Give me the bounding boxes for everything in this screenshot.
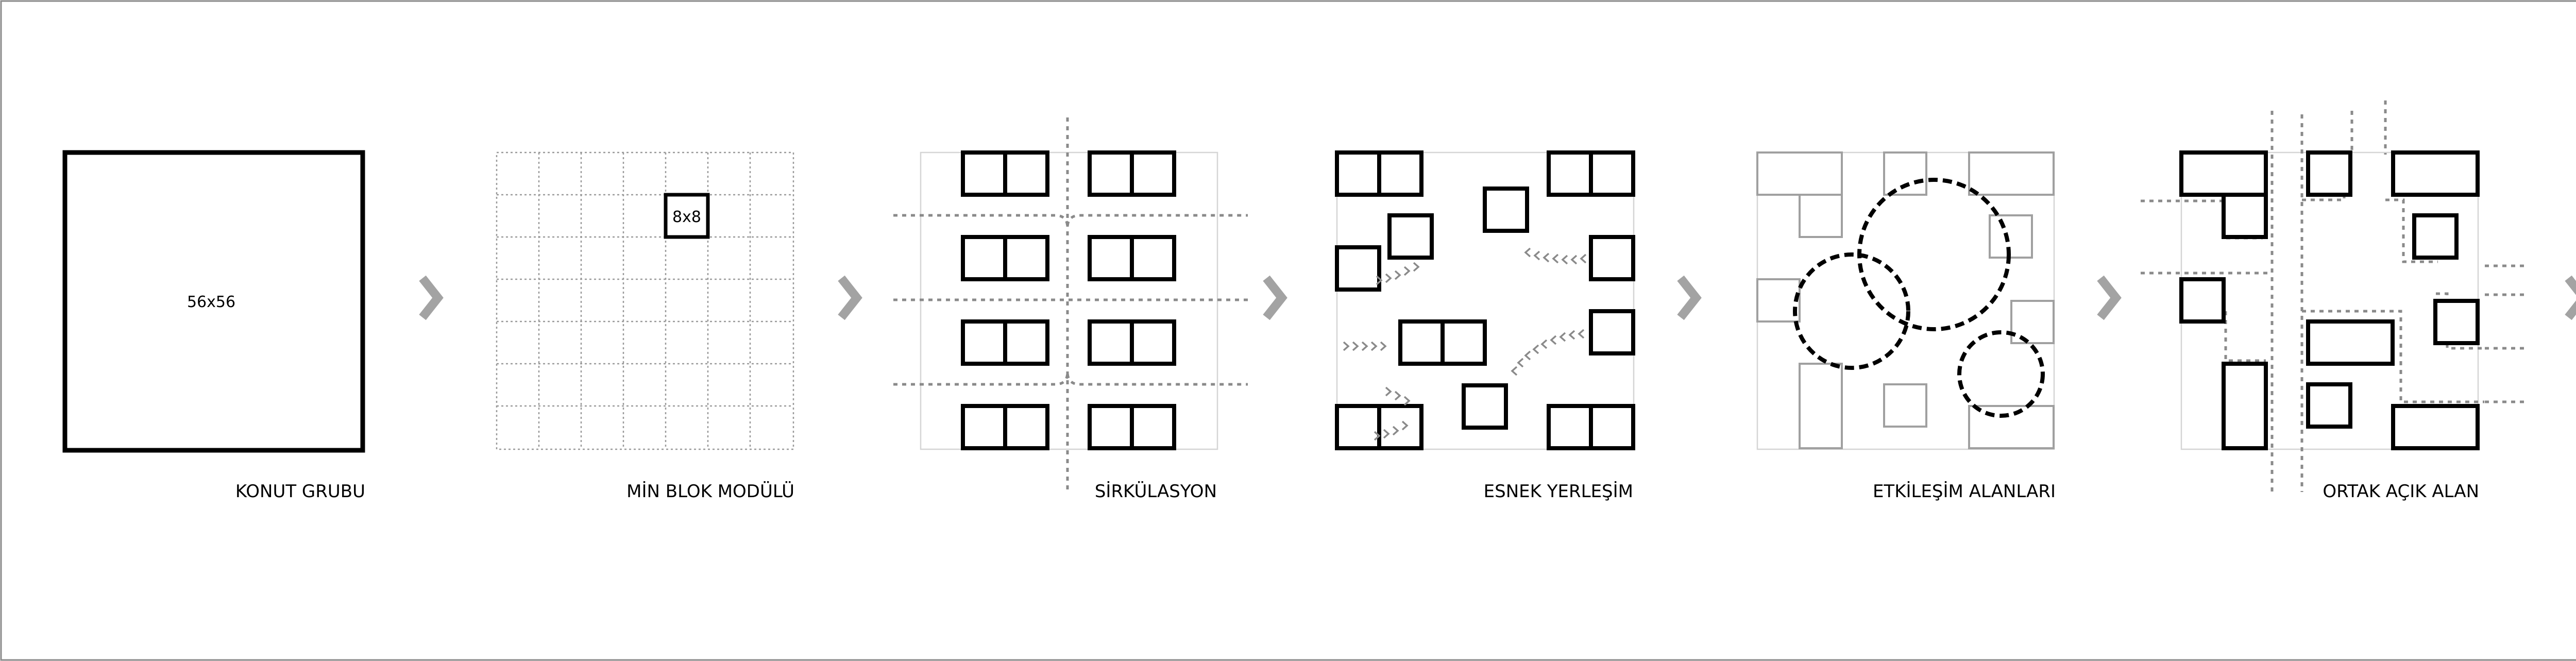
building-blocks [2179,150,2480,450]
circulation-paths [893,117,1248,492]
step-konut-grubu: 56x56 KONUT GRUBU [62,150,365,502]
step-caption-etkilesim-alanlari: ETKİLEŞİM ALANLARI [1873,481,2056,502]
building-blocks-light [1756,151,2055,449]
step-ortak-acik-alan: ORTAK AÇIK ALAN [2141,100,2524,502]
step-etkilesim-alanlari: ETKİLEŞİM ALANLARI [1756,151,2056,502]
step-caption-min-blok-modulu: MİN BLOK MODÜLÜ [626,481,794,502]
movement-chevrons [1343,247,1587,441]
chevron-right-icon [2565,275,2576,320]
interaction-area-medium [1793,252,1910,370]
step-caption-sirkulasyon: SİRKÜLASYON [1095,481,1217,502]
step-caption-esnek-yerlesim: ESNEK YERLEŞİM [1484,481,1633,502]
building-blocks [961,150,1176,450]
interaction-area-small [1957,330,2045,418]
chevron-right-icon [1263,275,1287,320]
building-blocks [1335,150,1635,450]
chevron-right-icon [838,275,862,320]
chevron-right-icon [2097,275,2122,320]
block-module-size-label: 8x8 [672,208,701,226]
step-sirkulasyon: SİRKÜLASYON [893,117,1248,502]
interaction-circles [1793,178,2045,418]
module-grid [496,151,794,450]
interaction-area-large [1857,178,2011,331]
block-module-square [664,193,710,239]
chevron-right-icon [419,275,444,320]
housing-group-size-label: 56x56 [187,293,235,311]
site-outline [1336,151,1635,450]
step-esnek-yerlesim: ESNEK YERLEŞİM [1335,150,1635,502]
step-min-blok-modulu: 8x8 MİN BLOK MODÜLÜ [496,151,794,502]
step-caption-ortak-acik-alan: ORTAK AÇIK ALAN [2323,481,2479,502]
step-caption-konut-grubu: KONUT GRUBU [235,481,365,502]
chevron-right-icon [1677,275,1702,320]
step-arrows [419,275,2576,320]
housing-group-square [62,150,365,453]
